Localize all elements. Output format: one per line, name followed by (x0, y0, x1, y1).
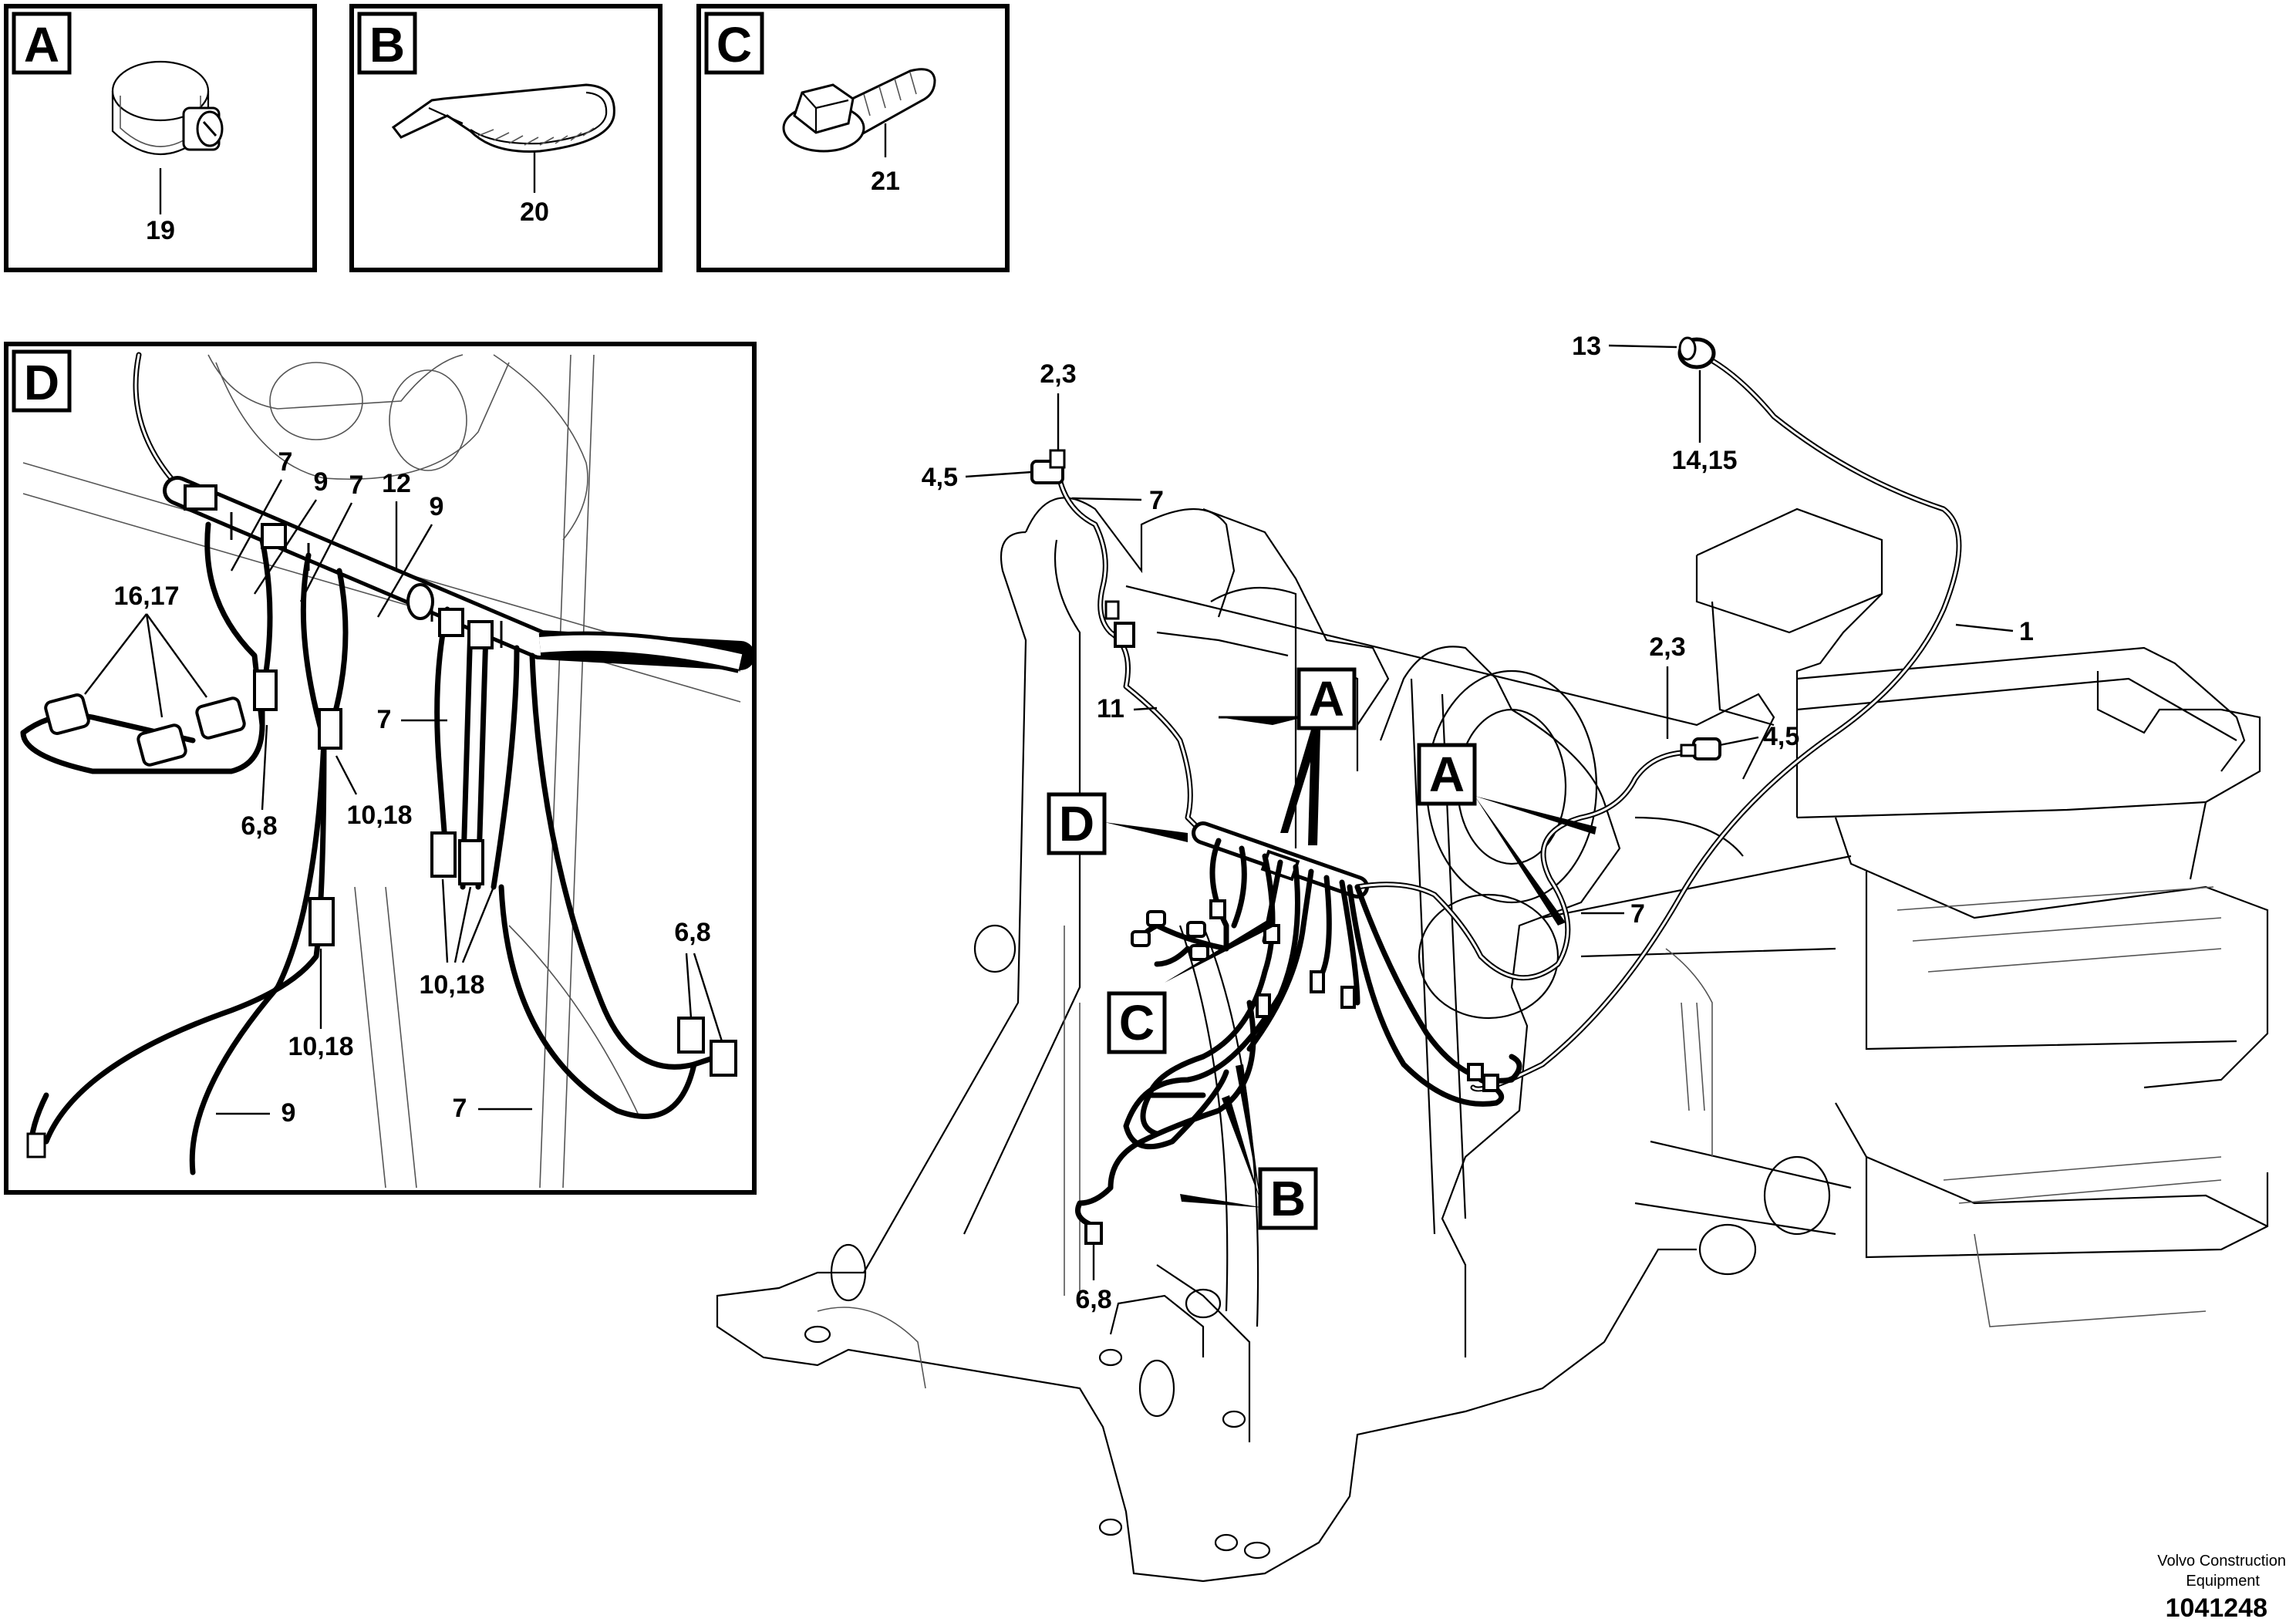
ref-box-a-top: A (1219, 667, 1357, 845)
rear-frame-outline (1542, 508, 2269, 1327)
footer-diagram-number: 1041248 (2166, 1593, 2267, 1622)
d-callout-9b: 9 (430, 492, 444, 521)
d-callout-7a: 7 (278, 447, 293, 477)
connector-13 (1677, 336, 1716, 369)
d-callout-16-17: 16,17 (113, 582, 179, 611)
hose-clamp-icon (111, 60, 224, 155)
detail-c-letter: C (716, 17, 752, 73)
detail-box-b: B 20 (349, 4, 663, 272)
connector-16-17b (137, 723, 187, 767)
d-callout-7c: 7 (377, 705, 392, 734)
d-callout-10-18a: 10,18 (346, 801, 412, 830)
connector-16-17c (195, 696, 246, 740)
connector-16-17a (44, 693, 90, 735)
callout-13: 13 (1572, 332, 1601, 361)
main-callouts: 2,3 4,5 7 11 13 14,15 1 2,3 4,5 7 6,8 (922, 332, 2034, 1314)
d-callout-10-18b: 10,18 (288, 1032, 353, 1061)
d-callout-7d: 7 (453, 1094, 467, 1123)
flange-bolt-icon (782, 68, 936, 153)
ref-box-d: D (1047, 792, 1188, 855)
ref-box-c: C (1107, 918, 1276, 1054)
detail-d-callouts: 7 9 7 12 9 16,17 6,8 10,18 7 10,18 10,18 (84, 447, 723, 1128)
d-callout-9a: 9 (314, 467, 329, 497)
detail-b-letter: B (369, 17, 405, 73)
part-21-label: 21 (871, 167, 900, 196)
connector-2-3-right (1680, 737, 1721, 760)
part-20-label: 20 (520, 197, 549, 227)
harness-clip-cluster (184, 484, 494, 649)
callout-2-3-top: 2,3 (1040, 359, 1076, 389)
ref-box-b: B (1180, 1064, 1318, 1230)
footer: Volvo Construction Equipment 1041248 (2157, 1553, 2286, 1622)
front-frame-outline (716, 497, 1775, 1583)
detail-a-letter: A (24, 17, 59, 73)
d-callout-6-8a: 6,8 (241, 811, 277, 841)
callout-1: 1 (2019, 617, 2034, 646)
ref-box-b-letter: B (1270, 1171, 1306, 1226)
d-callout-9c: 9 (282, 1098, 296, 1128)
ref-box-d-letter: D (1059, 796, 1094, 851)
detail-box-d: D 7 9 7 12 9 16,17 6,8 10,18 7 10,18 10, (4, 342, 757, 1195)
ref-box-a-right: A (1417, 743, 1596, 926)
callout-14-15: 14,15 (1671, 446, 1737, 475)
main-assembly: 2,3 4,5 7 11 13 14,15 1 2,3 4,5 7 6,8 (716, 332, 2269, 1583)
footer-brand-line1: Volvo Construction (2157, 1553, 2286, 1570)
d-callout-7b: 7 (349, 470, 364, 500)
footer-brand-line2: Equipment (2186, 1573, 2260, 1590)
cable-tie-icon (391, 83, 615, 153)
callout-11: 11 (1097, 694, 1124, 723)
detail-d-letter: D (24, 355, 59, 410)
connector-2-3-top (1030, 449, 1066, 484)
ref-box-a-right-letter: A (1429, 747, 1465, 802)
callout-4-5-top: 4,5 (922, 463, 958, 492)
detail-box-c: C 21 (696, 4, 1010, 272)
part-19-label: 19 (146, 216, 175, 245)
callout-7-top: 7 (1149, 486, 1164, 515)
d-callout-6-8b: 6,8 (674, 918, 710, 947)
callout-7-right: 7 (1630, 899, 1645, 929)
d-callout-12: 12 (382, 469, 411, 498)
callout-6-8-bottom: 6,8 (1075, 1285, 1111, 1314)
callout-2-3-right: 2,3 (1649, 632, 1685, 662)
ref-box-a-top-letter: A (1309, 671, 1344, 727)
ref-box-c-letter: C (1119, 995, 1155, 1050)
callout-4-5-right: 4,5 (1763, 722, 1799, 751)
d-callout-10-18c: 10,18 (419, 970, 484, 1000)
detail-box-a: A 19 (4, 4, 317, 272)
